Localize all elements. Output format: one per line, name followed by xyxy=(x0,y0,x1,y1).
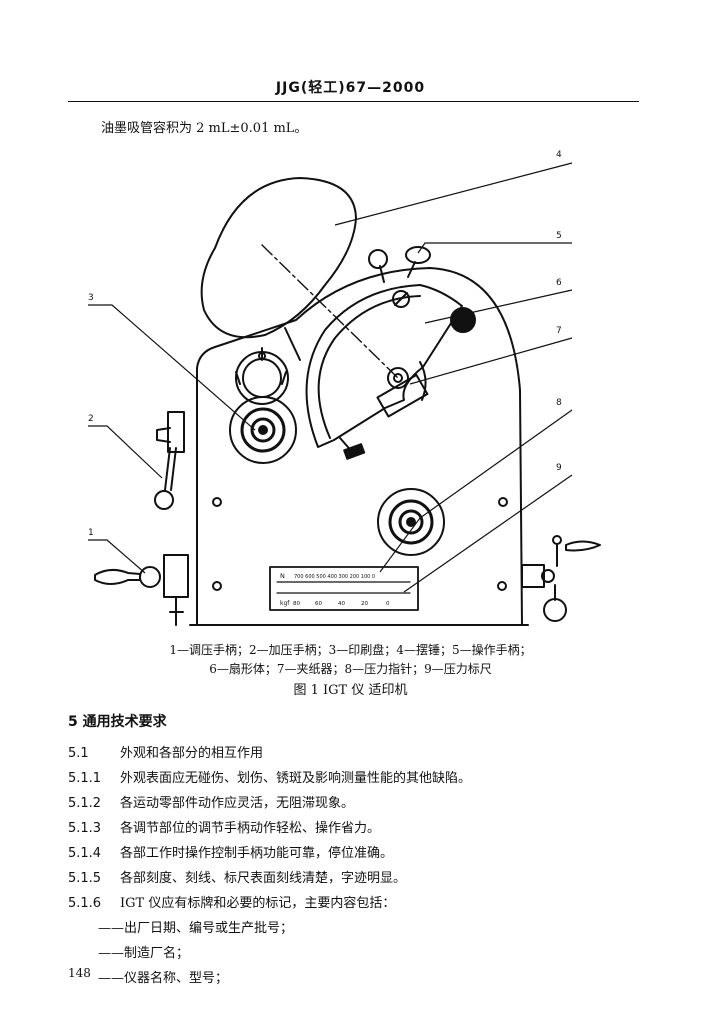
scale-bottom-tick: 20 xyxy=(361,601,368,607)
header-rule xyxy=(68,101,639,102)
callout-5: 5 xyxy=(556,231,562,241)
clause-number: 5.1 xyxy=(68,746,89,761)
callout-9: 9 xyxy=(556,463,562,473)
leader-line-1 xyxy=(88,539,146,574)
clause-text: IGT 仪应有标牌和必要的标记，主要内容包括： xyxy=(120,896,396,911)
machine-body xyxy=(196,267,523,626)
leader-line-2 xyxy=(88,425,163,479)
clause-text: 各运动零部件动作应灵活，无阻滞现象。 xyxy=(120,796,355,811)
scale-bottom-label: kgf xyxy=(280,600,290,607)
clause-text: 外观表面应无碰伤、划伤、锈斑及影响测量性能的其他缺陷。 xyxy=(120,771,472,786)
leader-line-6 xyxy=(424,289,573,324)
clause-number: 5.1.4 xyxy=(68,846,102,861)
clause: 5.1.6 IGT 仪应有标牌和必要的标记，主要内容包括： xyxy=(68,892,395,911)
leader-line-9 xyxy=(403,474,573,593)
sector-body xyxy=(305,284,463,448)
header-title: JJG(轻工)67—2000 xyxy=(275,80,426,96)
callout-7: 7 xyxy=(556,326,562,336)
leader-line-3 xyxy=(88,304,256,431)
callout-4: 4 xyxy=(556,150,562,160)
operating-handle-knob-1 xyxy=(368,249,388,269)
clause: 5.1.3 各调节部位的调节手柄动作轻松、操作省力。 xyxy=(68,817,380,836)
sector-inner-arc xyxy=(317,295,421,439)
leader-line-8 xyxy=(379,409,573,573)
clause: 5.1.2 各运动零部件动作应灵活，无阻滞现象。 xyxy=(68,792,354,811)
clause-number: 5.1.2 xyxy=(68,796,102,811)
igt-tester-figure: N 700 600 500 400 300 200 100 0 kgf 80 6… xyxy=(88,150,601,626)
scale-bottom-tick: 80 xyxy=(293,601,300,607)
bullet-item: ——制造厂名； xyxy=(98,946,190,961)
clause: 5.1.4 各部工作时操作控制手柄功能可靠，停位准确。 xyxy=(68,842,393,861)
figure-caption-line-2: 6—扇形体；7—夹纸器；8—压力指针；9—压力标尺 xyxy=(209,662,492,676)
right-handle-grip xyxy=(565,540,601,552)
pendulum-weight xyxy=(200,177,357,339)
pendulum-arm xyxy=(261,244,399,379)
scale-bottom-tick: 40 xyxy=(338,601,345,607)
scale-top-label: N xyxy=(280,572,285,580)
regulating-handle-grip xyxy=(94,569,141,585)
right-handle-knob xyxy=(543,598,567,622)
callout-3: 3 xyxy=(88,293,94,303)
callout-2: 2 xyxy=(88,414,94,424)
clause-text: 各部刻度、刻线、标尺表面刻线清楚，字迹明显。 xyxy=(120,871,407,886)
clause-number: 5.1.5 xyxy=(68,871,102,886)
scale-top-ticks: 700 600 500 400 300 200 100 0 xyxy=(294,574,375,580)
clause-number: 5.1.3 xyxy=(68,821,102,836)
pressure-scale-plate xyxy=(269,566,419,611)
pressure-pointer-disc xyxy=(377,488,445,556)
pressure-handle-knob xyxy=(154,490,174,510)
figure-caption-line-1: 1—调压手柄；2—加压手柄；3—印刷盘；4—摆锤；5—操作手柄； xyxy=(169,643,532,657)
scale-bottom-tick: 0 xyxy=(386,601,390,607)
leader-line-4 xyxy=(334,162,573,226)
clause-text: 各部工作时操作控制手柄功能可靠，停位准确。 xyxy=(120,846,394,861)
clause: 5.1.5 各部刻度、刻线、标尺表面刻线清楚，字迹明显。 xyxy=(68,867,406,886)
bullet-item: ——仪器名称、型号； xyxy=(98,971,229,986)
leader-line-5 xyxy=(417,242,572,254)
clause-number: 5.1.1 xyxy=(68,771,102,786)
clause-number: 5.1.6 xyxy=(68,896,102,911)
callout-8: 8 xyxy=(556,398,562,408)
scale-bottom-tick: 60 xyxy=(315,601,322,607)
clause-text: 外观和各部分的相互作用 xyxy=(120,746,264,761)
page-number: 148 xyxy=(68,966,91,980)
section-heading: 5 通用技术要求 xyxy=(68,714,167,730)
callout-6: 6 xyxy=(556,278,562,288)
clause: 5.1.1 外观表面应无碰伤、划伤、锈斑及影响测量性能的其他缺陷。 xyxy=(68,767,471,786)
paper-clamp-hub xyxy=(387,367,409,389)
figure-title: 图 1 IGT 仪 适印机 xyxy=(293,683,408,698)
printing-disc xyxy=(229,396,297,464)
clause: 5.1 外观和各部分的相互作用 xyxy=(68,742,263,761)
bullet-item: ——出厂日期、编号或生产批号； xyxy=(98,921,294,936)
intro-text: 油墨吸管容积为 2 mL±0.01 mL。 xyxy=(101,121,308,136)
operating-handle-knob-2 xyxy=(405,246,431,264)
callout-1: 1 xyxy=(88,528,94,538)
clause-text: 各调节部位的调节手柄动作轻松、操作省力。 xyxy=(120,821,381,836)
sector-knob xyxy=(450,307,476,333)
leader-line-7 xyxy=(409,337,573,385)
